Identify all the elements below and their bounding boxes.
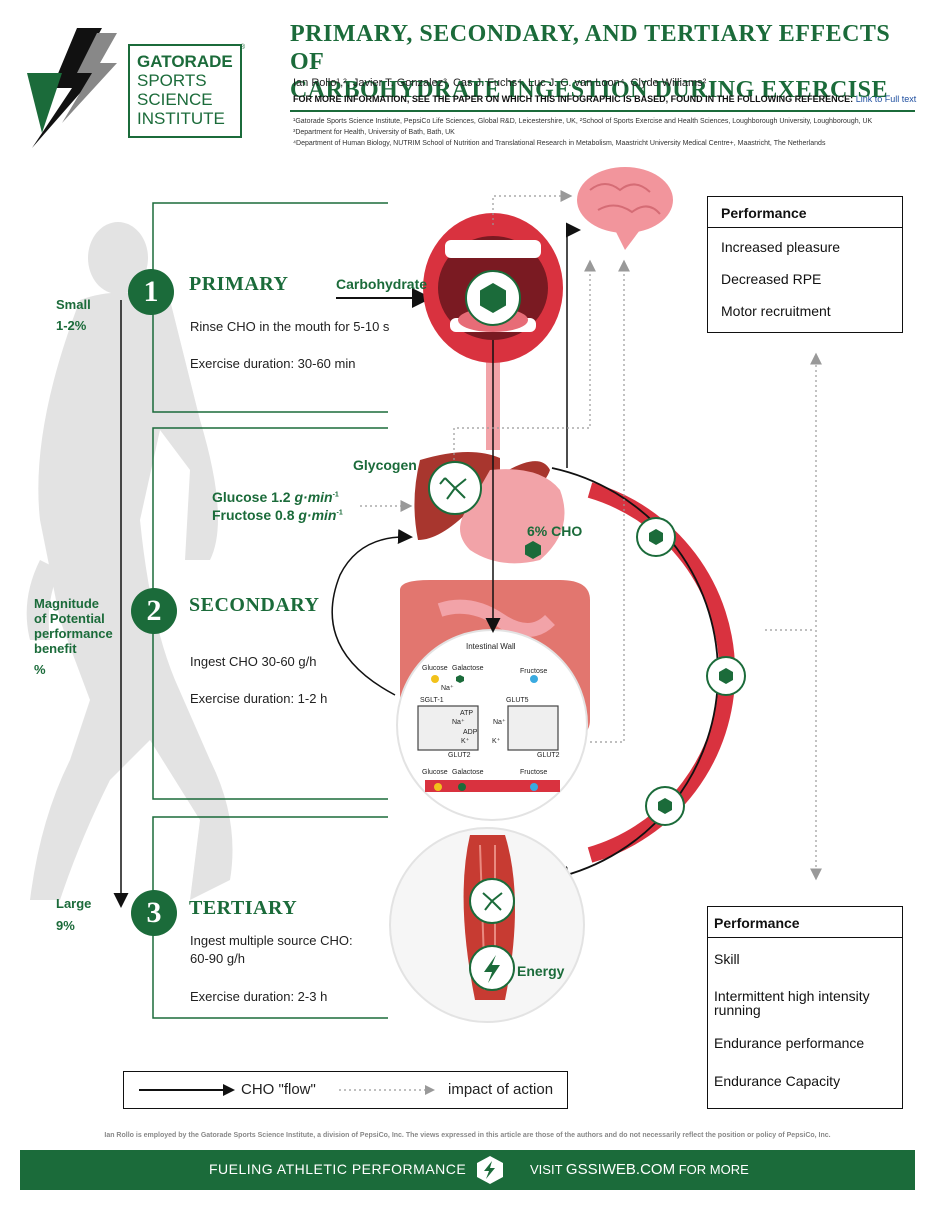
na-label-out: Na⁺ (493, 719, 506, 726)
glucose-rate: Glucose 1.2 g·min-1 (212, 489, 339, 505)
na-label-top: Na⁺ (441, 685, 454, 692)
energy-label: Energy (517, 963, 565, 979)
stage-number: 1 (128, 269, 174, 315)
k-label-in: K⁺ (461, 738, 470, 745)
stage-line: Ingest CHO 30-60 g/h (190, 654, 317, 669)
na-label-mid: Na⁺ (452, 719, 465, 726)
performance-box-bottom: Performance Skill Intermittent high inte… (707, 906, 903, 1109)
header-rule (290, 110, 915, 112)
six-percent-cho: 6% CHO (527, 523, 583, 539)
performance-item: Motor recruitment (721, 303, 831, 319)
dotted-arrow-icon (339, 1085, 435, 1095)
footer-visit[interactable]: VISIT GSSIWEB.COM FOR MORE (530, 1161, 749, 1178)
stage-line: Ingest multiple source CHO: (190, 933, 353, 948)
large-value: 9% (56, 918, 75, 933)
stage-title: PRIMARY (189, 273, 289, 295)
legend-impact-label: impact of action (448, 1081, 554, 1098)
small-value: 1-2% (56, 318, 87, 333)
stage-line: Exercise duration: 2-3 h (190, 989, 328, 1004)
small-label: Small (56, 297, 91, 312)
stage-title: TERTIARY (189, 897, 298, 919)
solid-arrow-icon (139, 1084, 235, 1096)
fructose-label-bottom: Fructose (520, 769, 548, 776)
galactose-label-bottom: Galactose (452, 769, 484, 776)
fructose-label: Fructose (520, 668, 548, 675)
performance-item: Skill (714, 951, 740, 967)
registered-mark: ® (240, 44, 246, 51)
glycogen-icon (439, 477, 467, 500)
glycogen-label: Glycogen (353, 457, 417, 473)
performance-item: Endurance performance (714, 1035, 865, 1051)
footer-tagline: FUELING ATHLETIC PERFORMANCE (209, 1161, 467, 1177)
disclaimer: Ian Rollo is employed by the Gatorade Sp… (104, 1132, 831, 1139)
stage-line: Rinse CHO in the mouth for 5-10 s (190, 319, 390, 334)
authors: Ian Rollo¹,², Javier T. Gonzalez³, Cas J… (293, 77, 707, 89)
adp-label: ADP (463, 729, 478, 736)
stomach (460, 469, 565, 564)
affiliation-1: ¹Gatorade Sports Science Institute, Peps… (293, 118, 873, 125)
legend-flow-label: CHO "flow" (241, 1081, 316, 1098)
performance-item: Intermittent high intensity running (714, 988, 870, 1018)
affiliation-2: ³Department for Health, University of Ba… (293, 129, 455, 136)
full-text-link[interactable]: Link to Full text (855, 94, 917, 104)
intestine-liver-arrow (331, 529, 413, 696)
affiliation-3: ⁴Department of Human Biology, NUTRIM Sch… (293, 140, 826, 147)
stage-number: 2 (131, 588, 177, 634)
legend: CHO "flow" impact of action (123, 1071, 568, 1109)
glucose-label: Glucose (422, 665, 448, 672)
logo-text: GATORADE SPORTS SCIENCE INSTITUTE (137, 52, 233, 128)
lightning-logo-icon (27, 28, 117, 148)
muscle-glycogen-icon (482, 892, 503, 911)
performance-box-top: Performance Increased pleasure Decreased… (707, 196, 903, 333)
logo-box (128, 44, 242, 138)
performance-item: Decreased RPE (721, 271, 822, 287)
page-title: PRIMARY, SECONDARY, AND TERTIARY EFFECTS… (290, 21, 891, 103)
performance-item: Increased pleasure (721, 239, 841, 255)
sglt1-label: SGLT-1 (420, 697, 444, 704)
glucose-label-bottom: Glucose (422, 769, 448, 776)
fructose-rate: Fructose 0.8 g·min-1 (212, 507, 343, 523)
stage-line: 60-90 g/h (190, 951, 245, 966)
cho-badges (428, 270, 746, 991)
more-info: FOR MORE INFORMATION, SEE THE PAPER ON W… (293, 94, 917, 104)
carbohydrate-label: Carbohydrate (336, 276, 428, 292)
large-label: Large (56, 896, 92, 911)
brain (577, 167, 673, 250)
lightning-bolt-icon (477, 1156, 503, 1184)
glut2-label-right: GLUT2 (537, 752, 560, 759)
stage-line: Exercise duration: 30-60 min (190, 356, 356, 371)
galactose-label: Galactose (452, 665, 484, 672)
glut2-label-left: GLUT2 (448, 752, 471, 759)
glut5-label: GLUT5 (506, 697, 529, 704)
atp-label: ATP (460, 710, 474, 717)
stage-title: SECONDARY (189, 594, 320, 616)
stage-line: Exercise duration: 1-2 h (190, 691, 328, 706)
diagram-canvas (26, 167, 822, 1023)
performance-item: Endurance Capacity (714, 1073, 841, 1089)
stage-number: 3 (131, 890, 177, 936)
performance-heading: Performance (708, 197, 902, 228)
performance-heading: Performance (708, 907, 902, 938)
intestinal-wall-label: Intestinal Wall (466, 642, 516, 651)
footer-bar: FUELING ATHLETIC PERFORMANCE VISIT GSSIW… (20, 1150, 915, 1190)
magnitude-label: Magnitude of Potential performance benef… (34, 596, 113, 677)
k-label-out: K⁺ (492, 738, 501, 745)
